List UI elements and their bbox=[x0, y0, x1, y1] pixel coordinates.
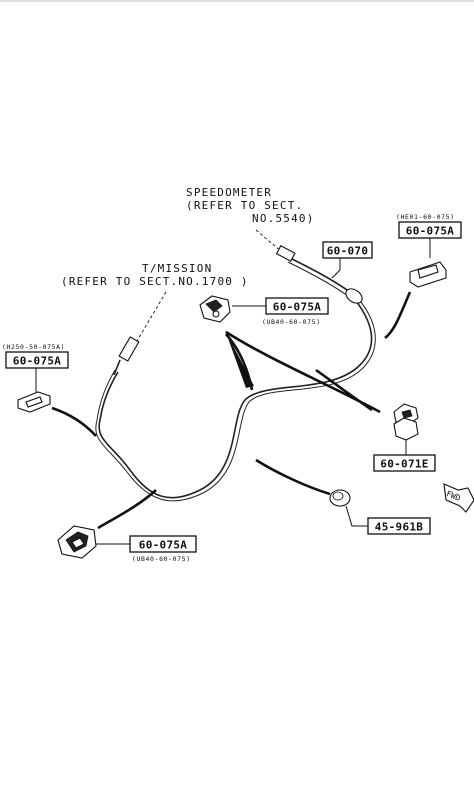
clip-top-right bbox=[409, 261, 447, 288]
part-60-075A-center-label: 60-075A bbox=[273, 301, 322, 314]
part-60-075A-bottom[interactable]: 60-075A bbox=[129, 535, 197, 553]
transmission-line-2: (REFER TO SECT.NO.1700 ) bbox=[61, 275, 249, 288]
connector-left bbox=[51, 406, 97, 437]
part-60-071E[interactable]: 60-071E bbox=[373, 454, 436, 472]
speedometer-line-3: NO.5540) bbox=[252, 212, 315, 225]
part-60-070-label: 60-070 bbox=[327, 245, 369, 258]
part-60-075A-bottom-label: 60-075A bbox=[139, 539, 188, 552]
part-60-075A-bottom-note: (UB40-60-075) bbox=[132, 555, 191, 563]
leader-45-961B bbox=[345, 505, 370, 527]
speedometer-end-fitting bbox=[275, 244, 296, 262]
connector-bottom bbox=[97, 489, 157, 530]
leader-60-070 bbox=[331, 258, 341, 279]
part-60-075A-top-right[interactable]: 60-075A bbox=[398, 221, 462, 239]
part-60-075A-left[interactable]: 60-075A bbox=[5, 351, 69, 369]
connector-top-right bbox=[384, 291, 412, 340]
part-60-075A-center-note: (UB40-60-075) bbox=[262, 318, 321, 326]
speedometer-label: SPEEDOMETER (REFER TO SECT. NO.5540) bbox=[186, 186, 315, 225]
part-45-961B-label: 45-961B bbox=[375, 521, 424, 534]
part-60-070[interactable]: 60-070 bbox=[322, 241, 373, 259]
fwd-arrow-icon: FWD bbox=[443, 483, 474, 513]
clip-left bbox=[17, 391, 51, 413]
part-60-075A-left-label: 60-075A bbox=[13, 355, 62, 368]
speedometer-line-1: SPEEDOMETER bbox=[186, 186, 272, 199]
grommet-45-961B bbox=[329, 489, 351, 507]
arrow-to-60-071E-lower bbox=[315, 368, 373, 412]
speedometer-leader bbox=[255, 229, 283, 253]
transmission-leader bbox=[133, 291, 167, 347]
speedometer-cable bbox=[95, 244, 376, 502]
part-45-961B[interactable]: 45-961B bbox=[367, 517, 431, 535]
clip-center bbox=[199, 295, 231, 323]
cable-grommet-upper bbox=[345, 288, 363, 304]
part-60-075A-top-right-note: (HE01-60-075) bbox=[396, 213, 455, 221]
transmission-line-1: T/MISSION bbox=[142, 262, 212, 275]
transmission-label: T/MISSION (REFER TO SECT.NO.1700 ) bbox=[61, 262, 249, 288]
arrow-to-45-961B bbox=[255, 458, 331, 496]
part-60-071E-label: 60-071E bbox=[380, 458, 428, 471]
clip-bottom bbox=[57, 525, 97, 559]
transmission-end-fitting bbox=[118, 336, 140, 362]
part-60-075A-left-note: (H250-50-075A) bbox=[2, 343, 65, 351]
arrow-wedge bbox=[225, 330, 254, 388]
part-60-075A-center[interactable]: 60-075A bbox=[265, 297, 329, 315]
clip-60-071E bbox=[393, 403, 419, 441]
speedometer-line-2: (REFER TO SECT. bbox=[186, 199, 303, 212]
part-60-075A-top-right-label: 60-075A bbox=[406, 225, 455, 238]
